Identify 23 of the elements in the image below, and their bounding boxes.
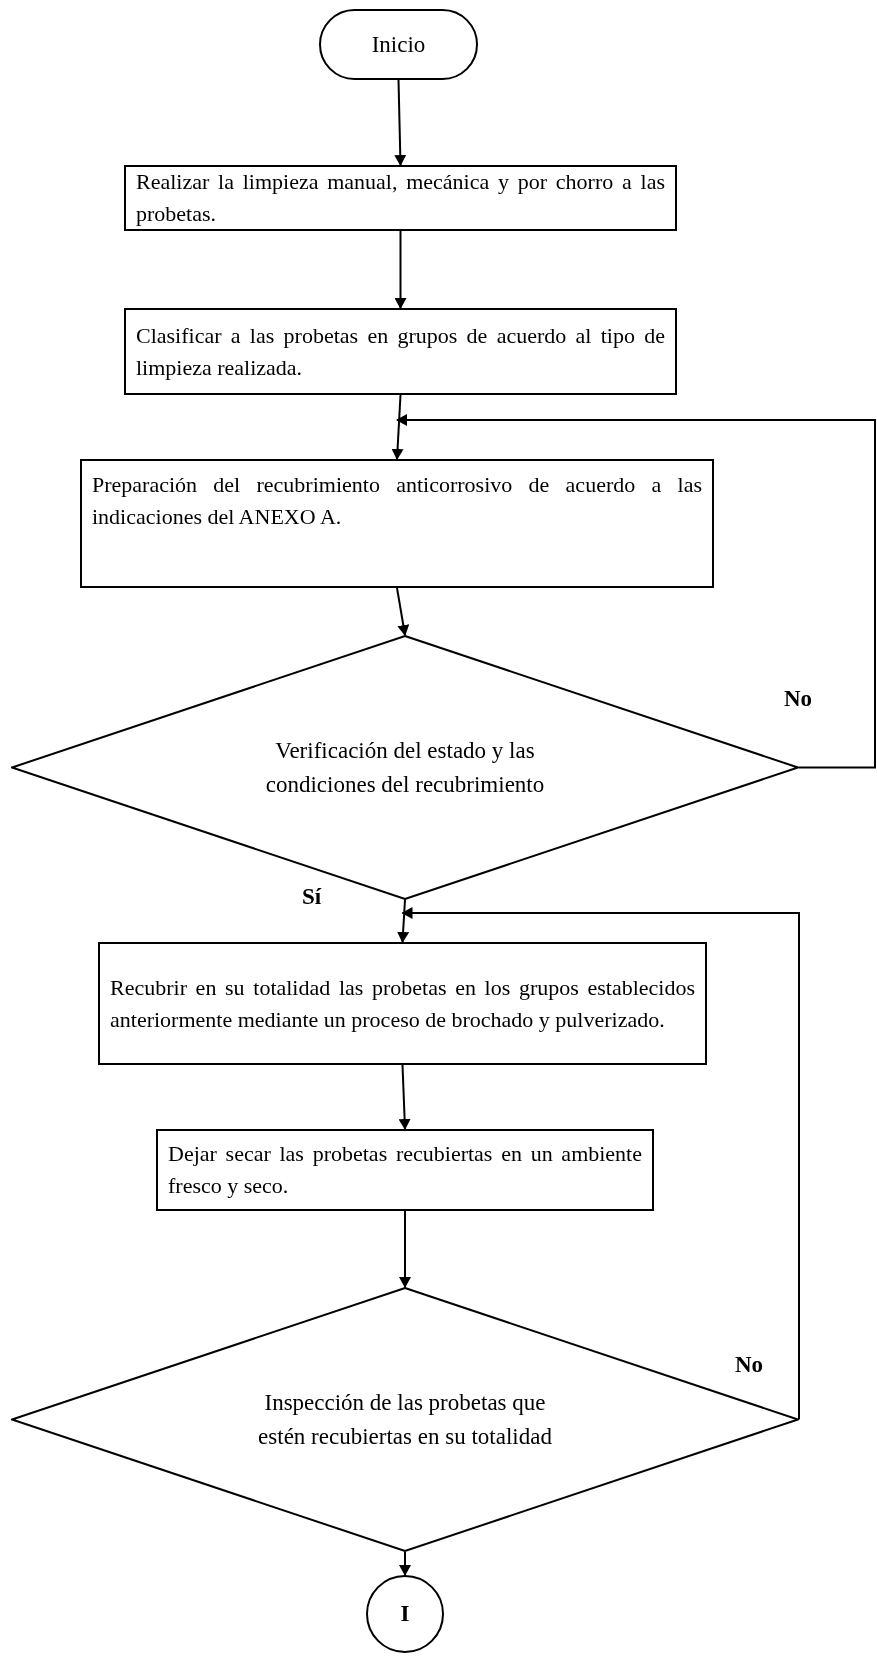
step-text: Inspección de las probetas que estén recubiertas en su totalidad (257, 1389, 553, 1451)
arrow (396, 587, 410, 636)
step-text: Realizar la limpieza manual, mecánica y por chorro a las probetas. (136, 168, 665, 228)
process-box (156, 1129, 654, 1211)
step-text: Inicio (371, 30, 426, 59)
arrow (394, 79, 407, 166)
process-box (98, 942, 707, 1065)
process-box (80, 459, 714, 588)
arrow (397, 899, 410, 943)
arrow (396, 414, 876, 769)
process-box (124, 308, 677, 395)
step-text: Clasificar a las probetas en grupos de acuerdo al tipo de limpieza realizada. (136, 321, 665, 382)
step-text: I (400, 1600, 410, 1629)
arrow (394, 230, 407, 309)
step-text: Preparación del recubrimiento anticorrosivo de acuerdo a las indicaciones del ANEXO A. (92, 471, 702, 531)
step-text: Dejar secar las probetas recubiertas en un ambiente fresco y seco. (168, 1140, 642, 1200)
arrow (401, 907, 800, 1421)
step-text: Recubrir en su totalidad las probetas en los grupos establecidos anteriormente mediante un proceso de brochado y pulverizado. (110, 973, 695, 1034)
step-text: Verificación del estado y las condiciones del recubrimiento (264, 737, 546, 799)
arrow (399, 1551, 411, 1576)
arrow (398, 1064, 411, 1130)
arrow (399, 1210, 411, 1288)
arrow (391, 394, 404, 460)
